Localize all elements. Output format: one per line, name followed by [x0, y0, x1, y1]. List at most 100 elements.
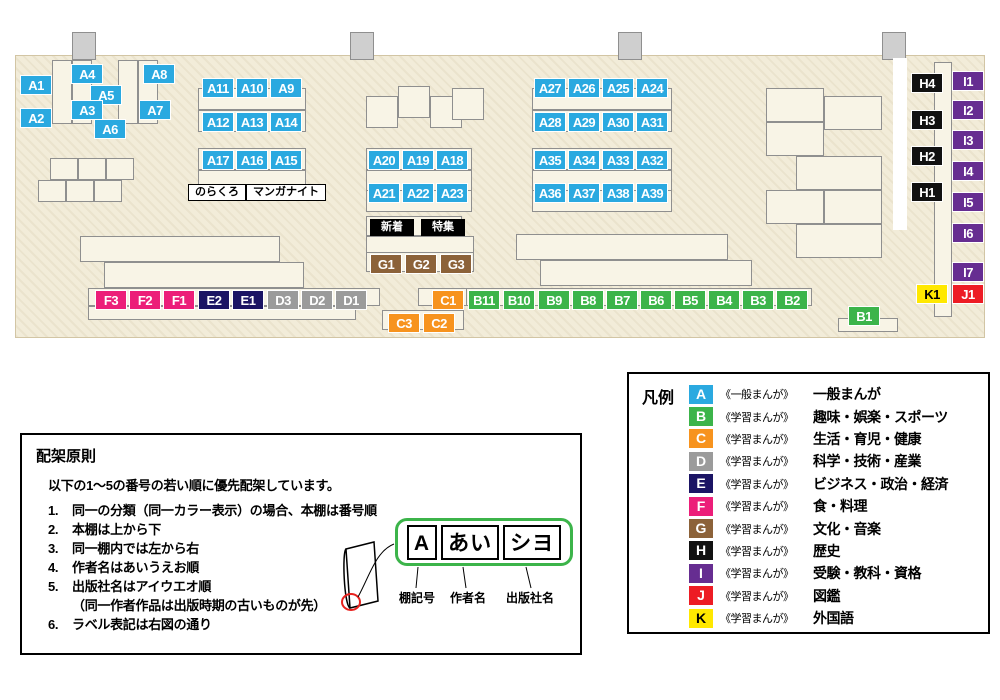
shelf-tag-F3: F3 [95, 290, 127, 310]
shelf-tag-B4: B4 [708, 290, 740, 310]
shelf-block [52, 60, 72, 124]
legend-row-I: I《学習まんが》受験・教科・資格 [689, 562, 978, 584]
shelf-tag-A4: A4 [71, 64, 103, 84]
shelf-tag-I4: I4 [952, 161, 984, 181]
pillar [72, 32, 96, 60]
legend-chip-H: H [689, 541, 713, 561]
shelf-tag-A36: A36 [534, 183, 566, 203]
legend-category: 科学・技術・産業 [813, 453, 922, 470]
shelf-tag-A29: A29 [568, 112, 600, 132]
shelf-block [824, 190, 882, 224]
legend-row-B: B《学習まんが》趣味・娯楽・スポーツ [689, 405, 978, 427]
label-publisher: シヨ [503, 524, 562, 560]
legend-row-A: A《一般まんが》一般まんが [689, 383, 978, 405]
shelf-tag-A33: A33 [602, 150, 634, 170]
legend-scope: 《学習まんが》 [720, 568, 794, 581]
legend-scope: 《一般まんが》 [720, 389, 794, 402]
legend-chip-B: B [689, 407, 713, 427]
legend-chip-C: C [689, 429, 713, 449]
pillar [350, 32, 374, 60]
legend-chip-E: E [689, 474, 713, 494]
book-cover [345, 541, 379, 609]
principle-number: 1. [48, 503, 59, 518]
shelf-block [94, 180, 122, 202]
shelf-tag-G3: G3 [440, 254, 472, 274]
legend-row-G: G《学習まんが》文化・音楽 [689, 517, 978, 539]
principle-item-6: 6.ラベル表記は右図の通り [48, 615, 566, 634]
shelf-tag-A15: A15 [270, 150, 302, 170]
shelf-tag-A13: A13 [236, 112, 268, 132]
principles-intro: 以下の1～5の番号の若い順に優先配架しています。 [48, 478, 340, 493]
shelf-tag-A38: A38 [602, 183, 634, 203]
shelf-tag-D2: D2 [301, 290, 333, 310]
shelf-tag-A16: A16 [236, 150, 268, 170]
callout-author-name: 作者名 [450, 591, 487, 605]
legend-row-F: F《学習まんが》食・料理 [689, 495, 978, 517]
leader-curve [357, 543, 395, 598]
shelf-tag-A31: A31 [636, 112, 668, 132]
shelf-tag-G1: G1 [370, 254, 402, 274]
shelf-tag-A10: A10 [236, 78, 268, 98]
shelf-tag-E2: E2 [198, 290, 230, 310]
shelf-tag-A18: A18 [436, 150, 468, 170]
shelf-tag-B2: B2 [776, 290, 808, 310]
principle-text: 同一の分類（同一カラー表示）の場合、本棚は番号順 [72, 503, 377, 518]
shelf-tag-E1: E1 [232, 290, 264, 310]
leader-line-publisher [525, 566, 532, 589]
shelf-tag-A12: A12 [202, 112, 234, 132]
principle-item-5: 5.出版社名はアイウエオ順 （同一作者作品は出版時期の古いものが先） [48, 577, 566, 615]
shelf-tag-B6: B6 [640, 290, 672, 310]
principle-text: 同一棚内では左から右 [72, 541, 200, 556]
shelf-tag-H2: H2 [911, 146, 943, 166]
legend-scope: 《学習まんが》 [720, 523, 794, 536]
shelf-tag-A25: A25 [602, 78, 634, 98]
shelf-tag-A23: A23 [436, 183, 468, 203]
legend-chip-K: K [689, 608, 713, 628]
legend-scope: 《学習まんが》 [720, 545, 794, 558]
shelf-tag-J1: J1 [952, 284, 984, 304]
legend-chip-I: I [689, 563, 713, 583]
shelf-tag-H3: H3 [911, 110, 943, 130]
shelf-block [366, 96, 398, 128]
shelf-block [796, 224, 882, 258]
shelf-block [66, 180, 94, 202]
book-spine-sketch [341, 541, 532, 611]
shelf-tag-A17: A17 [202, 150, 234, 170]
principles-list: 1. 同一の分類（同一カラー表示）の場合、本棚は番号順 2. 本棚は上から下 3.同一棚… [36, 501, 566, 634]
principle-text: 本棚は上から下 [72, 522, 161, 537]
leader-line-author [462, 566, 467, 589]
shelf-tag-A26: A26 [568, 78, 600, 98]
shelf-tag-A39: A39 [636, 183, 668, 203]
legend-category: 外国語 [813, 610, 854, 627]
principle-item-3: 3.同一棚内では左から右 [48, 539, 566, 558]
shelf-tag-A30: A30 [602, 112, 634, 132]
shelf-tag-B8: B8 [572, 290, 604, 310]
legend-row-E: E《学習まんが》ビジネス・政治・経済 [689, 473, 978, 495]
shelf-tag-A35: A35 [534, 150, 566, 170]
shelf-tag-A32: A32 [636, 150, 668, 170]
legend-scope: 《学習まんが》 [720, 613, 794, 626]
shelf-block [796, 156, 882, 190]
legend-category: ビジネス・政治・経済 [813, 475, 949, 492]
label-position-circle [341, 593, 361, 611]
principle-item-1: 1. 同一の分類（同一カラー表示）の場合、本棚は番号順 [48, 501, 566, 520]
shelf-tag-C3: C3 [388, 313, 420, 333]
shelf-block [398, 86, 430, 118]
shelf-tag-I5: I5 [952, 192, 984, 212]
shelf-tag-B1: B1 [848, 306, 880, 326]
shelf-block [38, 180, 66, 202]
principle-text: 出版社名はアイウエオ順 （同一作者作品は出版時期の古いものが先） [72, 579, 327, 613]
legend-category: 歴史 [813, 542, 841, 559]
legend-row-C: C《学習まんが》生活・育児・健康 [689, 428, 978, 450]
shelf-block [106, 158, 134, 180]
legend-category: 趣味・娯楽・スポーツ [813, 408, 948, 425]
legend-scope: 《学習まんが》 [720, 456, 794, 469]
shelf-tag-B7: B7 [606, 290, 638, 310]
legend-row-J: J《学習まんが》図鑑 [689, 585, 978, 607]
shelf-tag-特集: 特集 [421, 219, 465, 236]
principle-number: 2. [48, 522, 59, 537]
label-author: あい [441, 524, 500, 560]
legend-category: 文化・音楽 [813, 520, 881, 537]
